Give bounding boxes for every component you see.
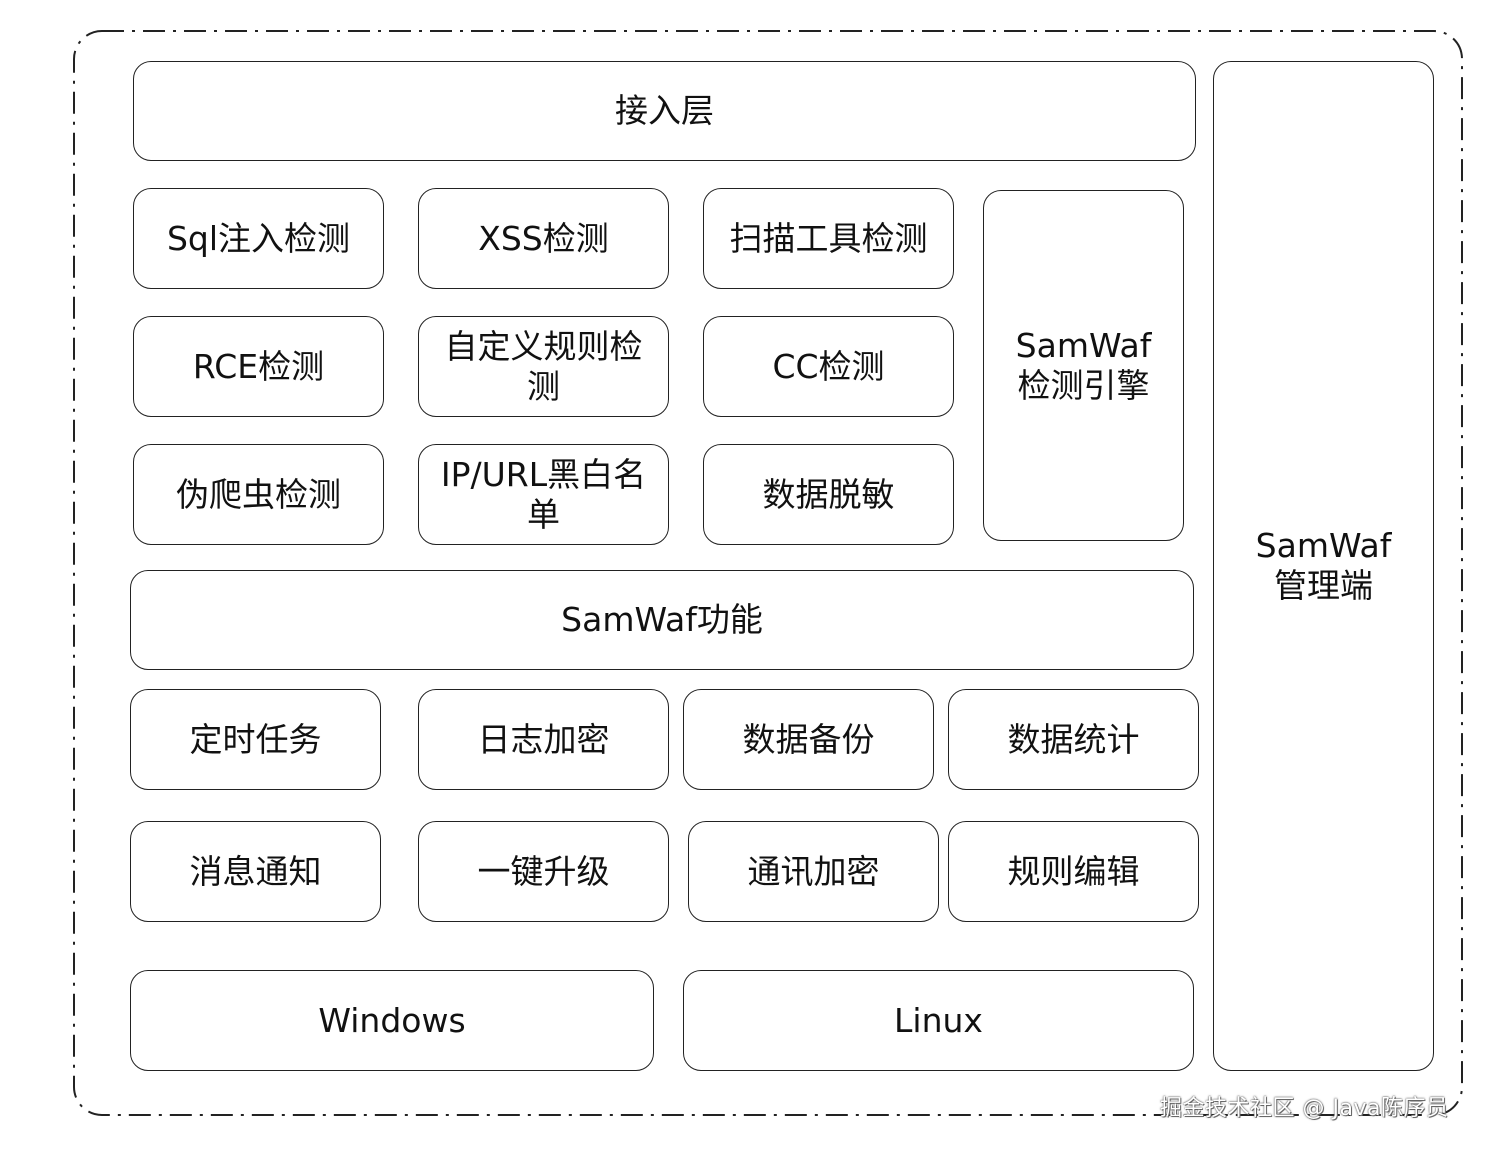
dash-dot-border [73,30,1463,1116]
rce-detection-box: RCE检测 [133,316,384,417]
detection-engine-box: SamWaf 检测引擎 [983,190,1184,541]
cc-detection-box: CC检测 [703,316,954,417]
ip-url-list-label: IP/URL黑白名单 [440,454,647,534]
windows-platform-box: Windows [130,970,654,1071]
windows-platform-label: Windows [318,1000,466,1040]
data-masking-box: 数据脱敏 [703,444,954,545]
fake-crawler-detection-box: 伪爬虫检测 [133,444,384,545]
custom-rule-detection-box: 自定义规则检测 [418,316,669,417]
comm-encryption-box: 通讯加密 [688,821,939,922]
rule-editing-box: 规则编辑 [948,821,1199,922]
access-layer-box: 接入层 [133,61,1196,161]
features-title-label: SamWaf功能 [561,600,763,639]
comm-encryption-label: 通讯加密 [747,851,880,891]
sql-injection-detection-label: Sql注入检测 [166,218,351,258]
notifications-label: 消息通知 [189,851,322,891]
data-masking-label: 数据脱敏 [762,474,895,514]
data-backup-label: 数据备份 [742,719,875,759]
notifications-box: 消息通知 [130,821,381,922]
log-encryption-box: 日志加密 [418,689,669,790]
data-statistics-label: 数据统计 [1007,719,1140,759]
rce-detection-label: RCE检测 [192,346,325,386]
sql-injection-detection-box: Sql注入检测 [133,188,384,289]
one-click-upgrade-box: 一键升级 [418,821,669,922]
detection-engine-line2: 检测引擎 [1017,365,1150,405]
management-console-line2: 管理端 [1274,566,1373,605]
watermark: 掘金技术社区 @ Java陈序员 [1160,1096,1449,1121]
linux-platform-label: Linux [894,1000,983,1040]
ip-url-list-box: IP/URL黑白名单 [418,444,669,545]
one-click-upgrade-label: 一键升级 [477,851,610,891]
scanner-detection-box: 扫描工具检测 [703,188,954,289]
features-title-box: SamWaf功能 [130,570,1194,670]
outer-dashed-frame [73,30,1463,1116]
log-encryption-label: 日志加密 [477,719,610,759]
management-console-line1: SamWaf [1255,526,1392,565]
rule-editing-label: 规则编辑 [1007,851,1140,891]
detection-engine-line1: SamWaf [1015,325,1152,365]
data-backup-box: 数据备份 [683,689,934,790]
scheduled-tasks-box: 定时任务 [130,689,381,790]
linux-platform-box: Linux [683,970,1194,1071]
cc-detection-label: CC检测 [772,346,885,386]
custom-rule-detection-label: 自定义规则检测 [444,326,643,406]
access-layer-label: 接入层 [615,91,714,130]
management-console-box: SamWaf 管理端 [1213,61,1434,1071]
fake-crawler-detection-label: 伪爬虫检测 [176,474,341,514]
xss-detection-box: XSS检测 [418,188,669,289]
scheduled-tasks-label: 定时任务 [189,719,322,759]
xss-detection-label: XSS检测 [478,218,609,258]
scanner-detection-label: 扫描工具检测 [729,218,928,258]
data-statistics-box: 数据统计 [948,689,1199,790]
